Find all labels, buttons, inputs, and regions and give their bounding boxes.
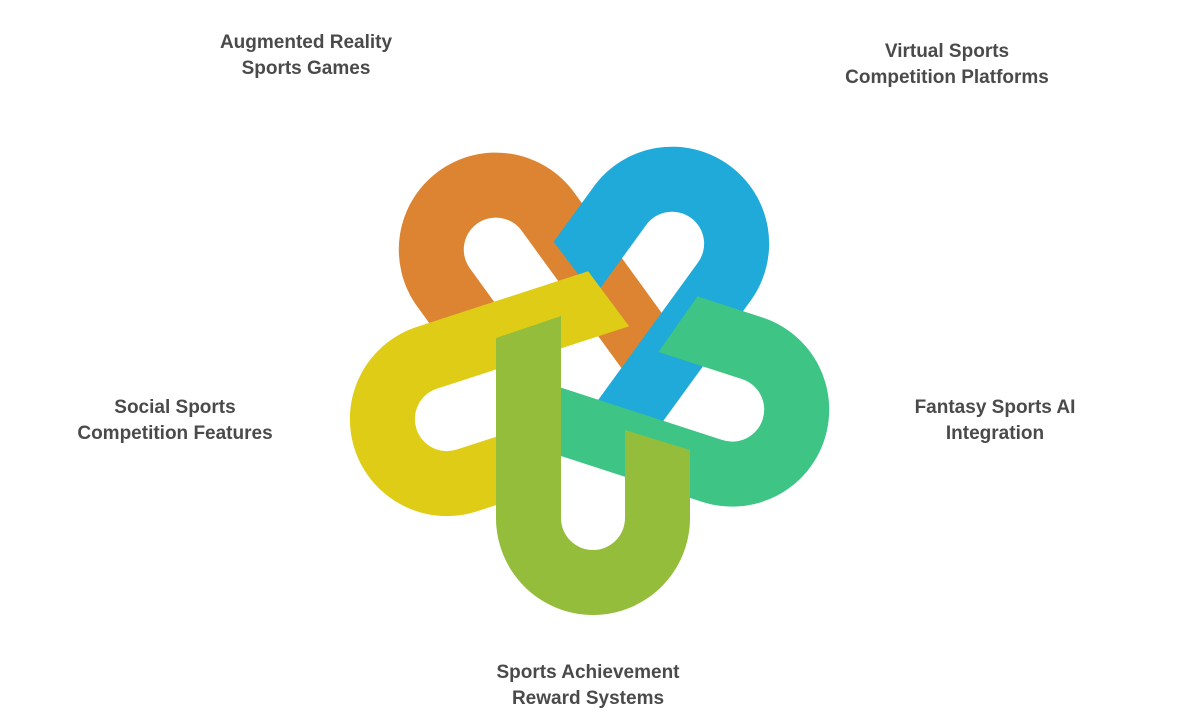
label-line: Competition Platforms [845,67,1049,88]
label-social-sports: Social Sports Competition Features [55,395,295,447]
label-line: Sports Achievement [496,662,680,683]
label-virtual-sports: Virtual Sports Competition Platforms [827,39,1067,91]
label-line: Augmented Reality [219,32,393,53]
label-line: Competition Features [77,423,273,444]
label-line: Integration [945,423,1045,444]
label-line: Sports Games [241,58,371,79]
label-achievement-reward: Sports Achievement Reward Systems [478,660,698,712]
label-line: Social Sports [114,397,236,418]
label-line: Fantasy Sports AI [914,397,1076,418]
label-augmented-reality: Augmented Reality Sports Games [196,30,416,82]
label-fantasy-sports: Fantasy Sports AI Integration [890,395,1100,447]
label-line: Reward Systems [511,688,665,709]
label-line: Virtual Sports [884,41,1010,62]
